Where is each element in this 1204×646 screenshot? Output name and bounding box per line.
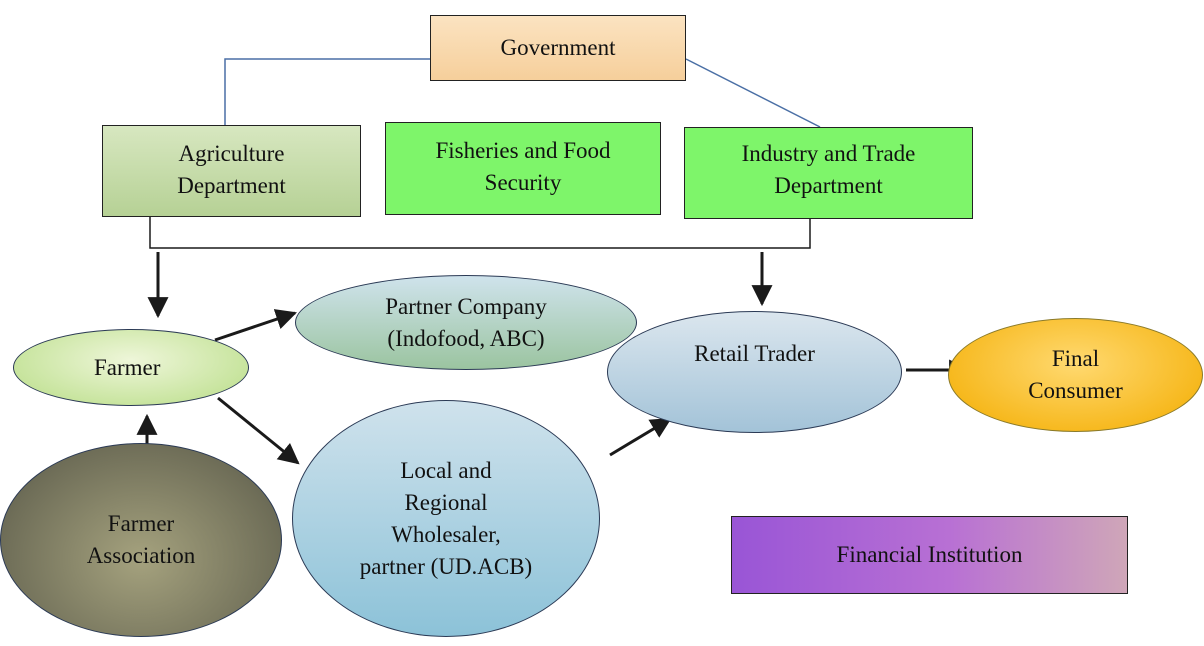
- financial-institution-box: Financial Institution: [731, 516, 1128, 594]
- partner-company-node: Partner Company (Indofood, ABC): [295, 275, 637, 370]
- fisheries-food-security-label: Fisheries and Food Security: [435, 138, 611, 195]
- edge-government-agriculture: [224, 58, 430, 125]
- financial-institution-label: Financial Institution: [836, 542, 1023, 567]
- final-consumer-label: Final Consumer: [1028, 346, 1123, 403]
- agriculture-department-label: Agriculture Department: [177, 141, 286, 198]
- farmer-association-label: Farmer Association: [86, 511, 196, 568]
- edge-farmer-wholesaler: [217, 396, 300, 465]
- government-label: Government: [500, 35, 616, 60]
- local-regional-wholesaler-node: Local and Regional Wholesaler, partner (…: [292, 400, 600, 637]
- government-box: Government: [430, 15, 686, 81]
- farmer-node: Farmer: [13, 329, 249, 406]
- farmer-label: Farmer: [94, 354, 161, 380]
- retail-trader-label: Retail Trader: [694, 341, 815, 366]
- final-consumer-node: Final Consumer: [948, 318, 1203, 432]
- farmer-association-node: Farmer Association: [0, 443, 282, 637]
- department-bracket: [149, 217, 811, 249]
- industry-trade-department-box: Industry and Trade Department: [684, 127, 973, 219]
- agriculture-department-box: Agriculture Department: [102, 125, 361, 217]
- partner-company-label: Partner Company (Indofood, ABC): [385, 294, 547, 351]
- local-regional-wholesaler-label: Local and Regional Wholesaler, partner (…: [359, 457, 533, 579]
- edge-government-industry: [685, 58, 821, 128]
- fisheries-food-security-box: Fisheries and Food Security: [385, 122, 661, 215]
- retail-trader-node: Retail Trader: [607, 311, 902, 433]
- edge-wholesaler-retail: [609, 417, 672, 457]
- edge-farmer-partner: [214, 309, 297, 342]
- industry-trade-department-label: Industry and Trade Department: [741, 141, 916, 198]
